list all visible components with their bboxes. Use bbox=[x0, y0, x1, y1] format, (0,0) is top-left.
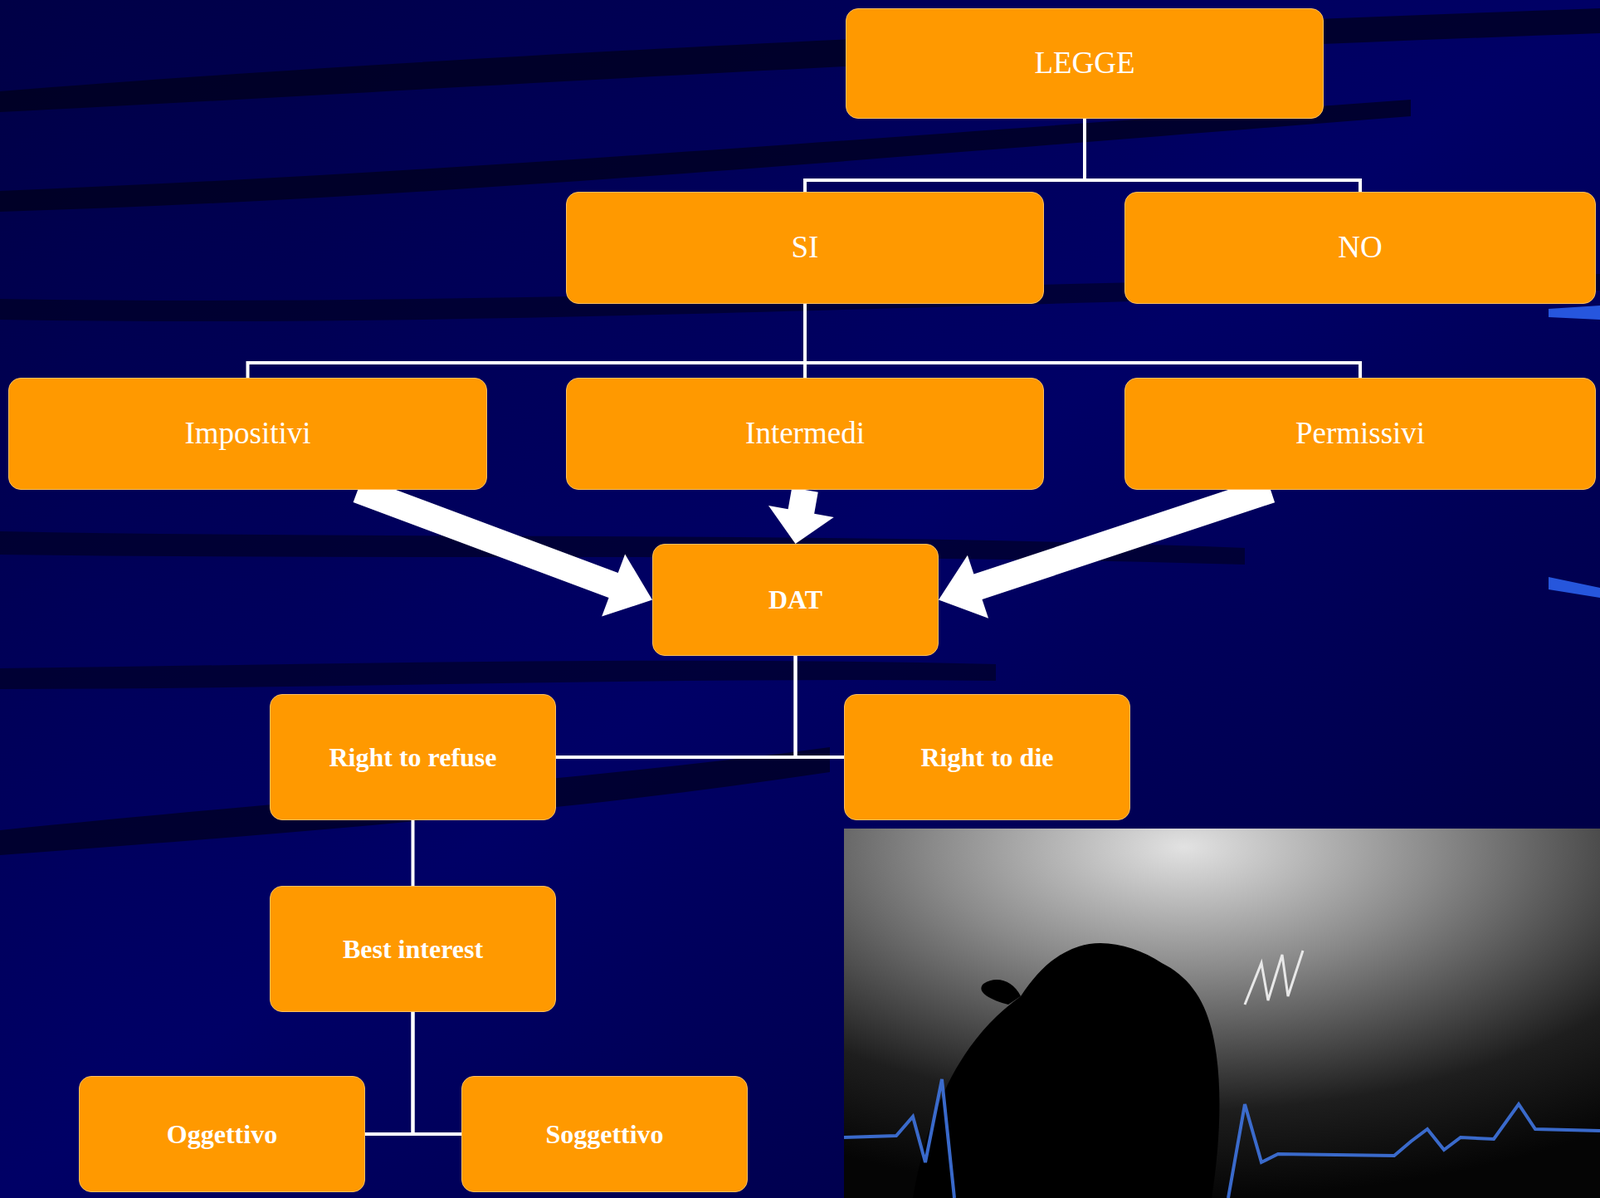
concept-box: Right to refuse bbox=[269, 693, 557, 820]
concept-box: Soggettivo bbox=[461, 1075, 748, 1192]
box-label: Right to refuse bbox=[328, 741, 497, 773]
category-box: Intermedi bbox=[565, 377, 1044, 490]
tree-connector bbox=[804, 118, 1085, 192]
box-label: Right to die bbox=[921, 741, 1054, 773]
ekg-line bbox=[843, 1078, 1600, 1198]
tree-connector bbox=[795, 655, 845, 757]
tree-connector bbox=[248, 303, 806, 378]
tree-connector bbox=[556, 655, 796, 757]
person-silhouette bbox=[912, 942, 1220, 1198]
box-label: Oggettivo bbox=[166, 1118, 278, 1150]
box-label: Best interest bbox=[342, 933, 483, 965]
flow-arrow bbox=[768, 487, 835, 544]
photo-ground bbox=[843, 828, 1600, 1198]
box-label: NO bbox=[1337, 229, 1382, 266]
blue-accent bbox=[1548, 576, 1600, 598]
category-box: Permissivi bbox=[1124, 377, 1596, 490]
central-box: DAT bbox=[652, 543, 939, 656]
tree-connector bbox=[413, 1011, 463, 1134]
flow-arrow bbox=[938, 477, 1275, 619]
choice-box: NO bbox=[1124, 191, 1596, 304]
root-box: LEGGE bbox=[845, 8, 1324, 119]
flow-arrow bbox=[353, 477, 653, 616]
tree-connector bbox=[411, 819, 415, 886]
category-box: Impositivi bbox=[8, 377, 488, 490]
concept-box: Right to die bbox=[843, 693, 1131, 820]
person-silhouette bbox=[980, 979, 1021, 1005]
box-label: Intermedi bbox=[745, 415, 865, 452]
box-label: Permissivi bbox=[1295, 415, 1425, 452]
concept-box: Oggettivo bbox=[78, 1075, 366, 1192]
blue-accent bbox=[1548, 305, 1600, 320]
choice-box: SI bbox=[565, 191, 1044, 304]
box-label: LEGGE bbox=[1034, 45, 1135, 82]
box-label: Impositivi bbox=[184, 415, 311, 452]
box-label: DAT bbox=[768, 584, 823, 615]
box-label: SI bbox=[791, 229, 820, 266]
concept-box: Best interest bbox=[269, 885, 557, 1012]
background-streak bbox=[0, 8, 1600, 113]
tree-connector bbox=[1084, 118, 1361, 192]
background-streak bbox=[0, 660, 996, 689]
tree-connector bbox=[365, 1011, 414, 1134]
signature-scribble bbox=[1244, 950, 1303, 1005]
box-label: Soggettivo bbox=[545, 1118, 664, 1150]
tree-connector bbox=[804, 303, 1361, 378]
